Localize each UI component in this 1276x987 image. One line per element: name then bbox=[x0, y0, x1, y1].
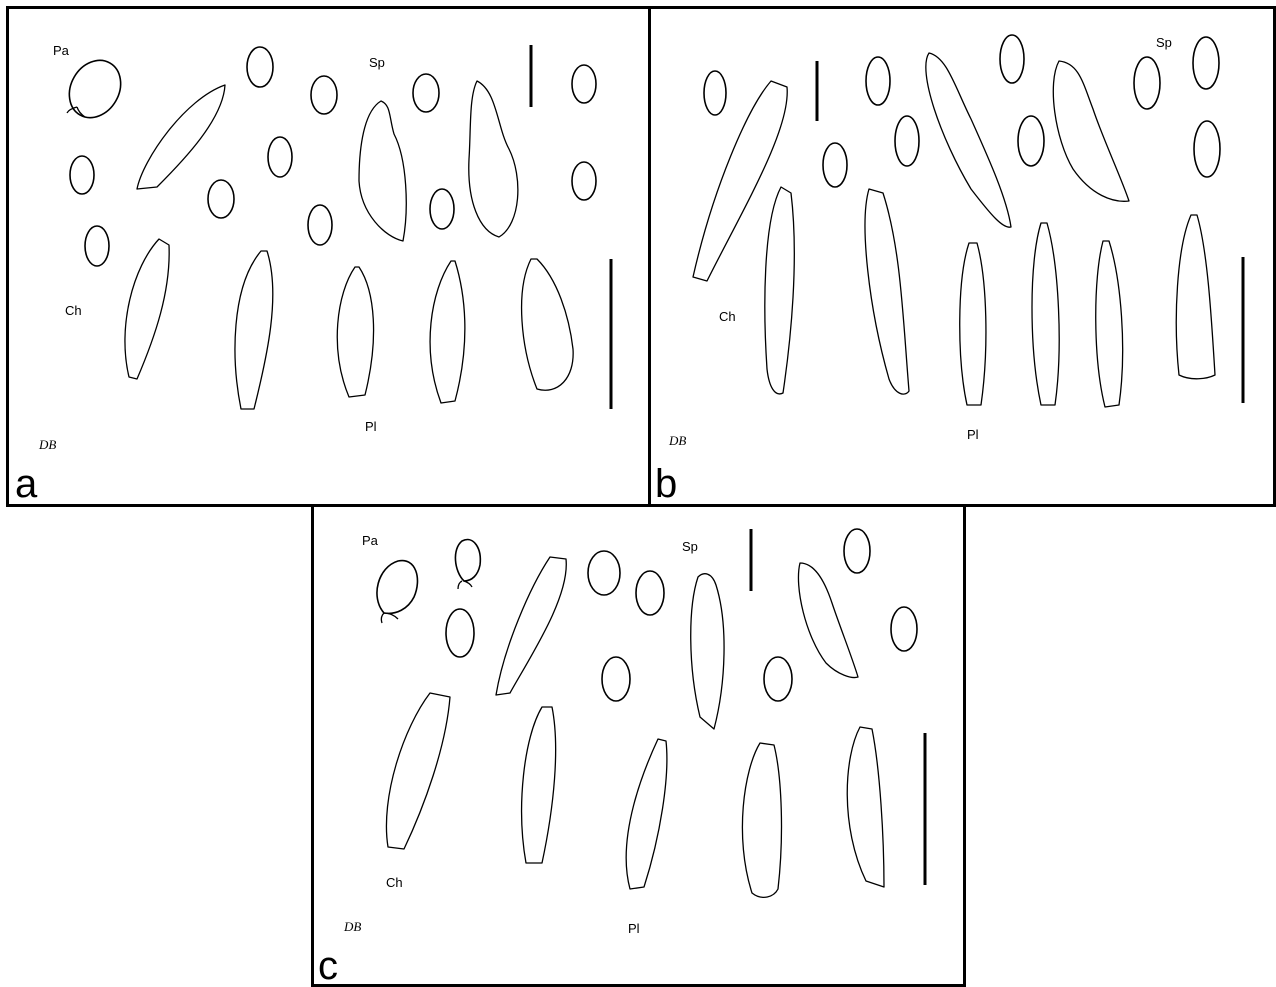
spore bbox=[445, 608, 475, 658]
cystidium bbox=[1175, 214, 1216, 380]
panel-c: Pa Sp Ch Pl DB c bbox=[311, 504, 966, 987]
cystidium bbox=[124, 238, 170, 380]
spore bbox=[1193, 120, 1221, 178]
panel-a-drawing: Pa Sp Ch Pl DB a bbox=[15, 43, 613, 504]
label-pl: Pl bbox=[628, 921, 640, 936]
cystidium bbox=[690, 573, 725, 730]
signature-db: DB bbox=[38, 437, 56, 452]
cystidium bbox=[136, 84, 226, 190]
cystidium bbox=[468, 80, 519, 238]
cystidium bbox=[1031, 222, 1060, 406]
spore bbox=[307, 204, 333, 246]
panel-c-drawing: Pa Sp Ch Pl DB c bbox=[318, 528, 927, 984]
spore bbox=[412, 73, 440, 113]
spore bbox=[571, 64, 597, 104]
cystidium bbox=[336, 266, 375, 398]
spore bbox=[894, 115, 920, 167]
cystidium bbox=[429, 260, 466, 404]
spore bbox=[822, 142, 848, 188]
panel-letter: b bbox=[655, 462, 677, 504]
label-pl: Pl bbox=[365, 419, 377, 434]
cystidium bbox=[495, 556, 567, 696]
cystidium bbox=[625, 738, 668, 890]
panel-letter: a bbox=[15, 462, 38, 504]
cystidium bbox=[1095, 240, 1124, 408]
cystidium bbox=[959, 242, 987, 406]
signature-db: DB bbox=[668, 433, 686, 448]
spore bbox=[703, 70, 727, 116]
spore bbox=[310, 75, 338, 115]
cystidium bbox=[234, 250, 274, 410]
spore bbox=[429, 188, 455, 230]
spore bbox=[246, 46, 274, 88]
pileipellis-element bbox=[66, 59, 122, 119]
spore bbox=[865, 56, 891, 106]
signature-db: DB bbox=[343, 919, 361, 934]
cystidium bbox=[1052, 60, 1130, 202]
cystidium bbox=[925, 52, 1012, 228]
spore bbox=[84, 225, 110, 267]
panel-a: Pa Sp Ch Pl DB a bbox=[6, 6, 651, 507]
spores bbox=[445, 528, 918, 702]
label-sp: Sp bbox=[369, 55, 385, 70]
spore bbox=[999, 34, 1025, 84]
spore bbox=[207, 179, 235, 219]
label-pa: Pa bbox=[362, 533, 379, 548]
spore bbox=[601, 656, 631, 702]
spore bbox=[890, 606, 918, 652]
spore bbox=[571, 161, 597, 201]
spores bbox=[703, 34, 1221, 188]
label-sp: Sp bbox=[682, 539, 698, 554]
spore bbox=[763, 656, 793, 702]
panel-b: Sp Ch Pl DB b bbox=[648, 6, 1276, 507]
cystidium bbox=[864, 188, 910, 395]
spore bbox=[587, 550, 621, 596]
panel-b-drawing: Sp Ch Pl DB b bbox=[655, 34, 1245, 504]
cystidium bbox=[520, 258, 574, 391]
panel-letter: c bbox=[318, 944, 338, 984]
cystidium bbox=[520, 706, 557, 864]
spores bbox=[69, 46, 597, 267]
spore bbox=[1192, 36, 1220, 90]
label-ch: Ch bbox=[719, 309, 736, 324]
spore bbox=[69, 155, 95, 195]
cystidium bbox=[846, 726, 885, 888]
cystidium bbox=[764, 186, 795, 395]
cystidium bbox=[741, 742, 783, 899]
cystidium bbox=[797, 562, 859, 679]
cystidium bbox=[385, 692, 451, 850]
pileipellis-elements bbox=[376, 538, 482, 624]
spore bbox=[635, 570, 665, 616]
spore bbox=[1133, 56, 1161, 110]
label-pl: Pl bbox=[967, 427, 979, 442]
spore bbox=[267, 136, 293, 178]
cystidia bbox=[124, 80, 574, 410]
label-sp: Sp bbox=[1156, 35, 1172, 50]
spore bbox=[1017, 115, 1045, 167]
label-ch: Ch bbox=[65, 303, 82, 318]
cystidium bbox=[358, 100, 407, 242]
label-ch: Ch bbox=[386, 875, 403, 890]
cystidia bbox=[385, 556, 885, 899]
spore bbox=[843, 528, 871, 574]
cystidia bbox=[692, 52, 1216, 408]
label-pa: Pa bbox=[53, 43, 70, 58]
cystidium bbox=[692, 80, 788, 282]
